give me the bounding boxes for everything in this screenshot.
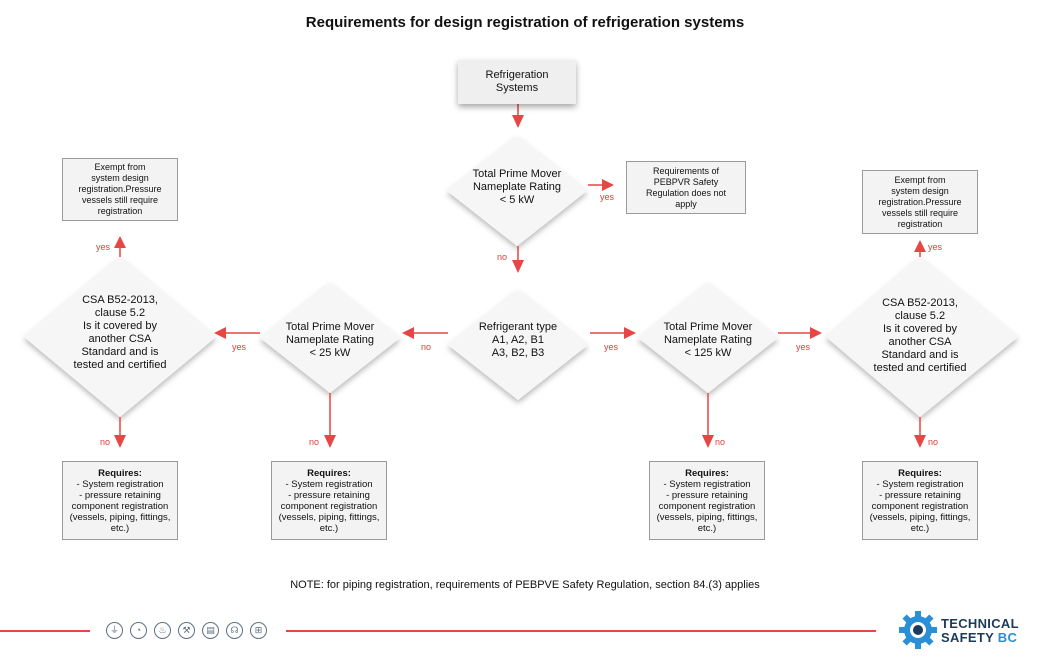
exempt-right-box: Exempt from system design registration.P…	[862, 170, 978, 234]
requires-box-3: Requires: - System registration - pressu…	[649, 461, 765, 540]
arrowhead	[624, 327, 636, 339]
label-no: no	[100, 437, 111, 447]
label-yes: yes	[600, 192, 615, 202]
arrowhead	[602, 179, 614, 191]
start-node-refrigeration-systems: Refrigeration Systems	[458, 60, 576, 104]
arrowhead	[114, 236, 126, 248]
requires-box-4: Requires: - System registration - pressu…	[862, 461, 978, 540]
requires-body: - System registration - pressure retaini…	[69, 478, 171, 534]
arrowhead	[914, 435, 926, 448]
requires-body: - System registration - pressure retaini…	[869, 478, 971, 534]
decision-125kw-text: Total Prime Mover Nameplate Rating < 125…	[663, 321, 753, 359]
logo-bc: BC	[997, 630, 1018, 645]
logo-line-1: TECHNICAL	[941, 616, 1019, 631]
exempt-left-box: Exempt from system design registration.P…	[62, 158, 178, 221]
piping-note: NOTE: for piping registration, requireme…	[290, 579, 760, 591]
diamond-csa-left	[24, 257, 216, 417]
diamond-refrigerant	[448, 290, 588, 400]
requires-box-2: Requires: - System registration - pressu…	[271, 461, 387, 540]
diamond-csa-right	[826, 257, 1018, 417]
label-no: no	[309, 437, 320, 447]
requires-box-1: Requires: - System registration - pressu…	[62, 461, 178, 540]
plug-icon: ⏚	[106, 622, 123, 639]
requires-title: Requires:	[685, 467, 729, 479]
arrowhead	[914, 240, 926, 252]
arrowhead	[512, 260, 524, 273]
label-yes: yes	[232, 342, 247, 352]
diamond-25kw	[260, 283, 400, 393]
label-yes: yes	[604, 342, 619, 352]
railway-icon: ⊞	[250, 622, 267, 639]
diamond-125kw	[638, 283, 778, 393]
label-yes: yes	[928, 242, 943, 252]
decision-refrigerant-text: Refrigerant type A1, A2, B1 A3, B2, B3	[478, 321, 558, 359]
requires-title: Requires:	[98, 467, 142, 479]
ride-icon: ☊	[226, 622, 243, 639]
logo-wordmark: TECHNICAL SAFETY BC	[941, 617, 1019, 645]
pebpvr-not-apply-box: Requirements of PEBPVR Safety Regulation…	[626, 161, 746, 214]
requires-title: Requires:	[307, 467, 351, 479]
label-no: no	[928, 437, 939, 447]
arrowhead	[702, 435, 714, 448]
decision-5kw-text: Total Prime Mover Nameplate Rating < 5 k…	[472, 168, 562, 206]
label-no: no	[497, 252, 508, 262]
gauge-icon: ◔	[130, 622, 147, 639]
requires-body: - System registration - pressure retaini…	[278, 478, 380, 534]
arrowhead	[402, 327, 414, 339]
technical-safety-bc-logo-icon	[899, 611, 937, 649]
arrowhead	[114, 435, 126, 448]
label-no: no	[715, 437, 726, 447]
arrowhead	[512, 115, 524, 128]
footer-rule-left	[0, 630, 90, 632]
diamond-5kw	[447, 136, 587, 246]
elevator-icon: ▤	[202, 622, 219, 639]
footer-rule-right	[286, 630, 876, 632]
arrowhead	[324, 435, 336, 448]
label-yes: yes	[96, 242, 111, 252]
label-no: no	[421, 342, 432, 352]
logo-safety: SAFETY	[941, 630, 998, 645]
arrowhead	[214, 327, 226, 339]
requires-body: - System registration - pressure retaini…	[656, 478, 758, 534]
decision-csa-left-text: CSA B52-2013, clause 5.2 Is it covered b…	[73, 294, 167, 371]
decision-csa-right-text: CSA B52-2013, clause 5.2 Is it covered b…	[873, 297, 967, 374]
logo-line-2: SAFETY BC	[941, 631, 1019, 645]
label-yes: yes	[796, 342, 811, 352]
flame-icon: ♨	[154, 622, 171, 639]
decision-25kw-text: Total Prime Mover Nameplate Rating < 25 …	[285, 321, 375, 359]
page-title: Requirements for design registration of …	[305, 14, 745, 31]
arrowhead	[810, 327, 822, 339]
requires-title: Requires:	[898, 467, 942, 479]
wrench-icon: ⚒	[178, 622, 195, 639]
